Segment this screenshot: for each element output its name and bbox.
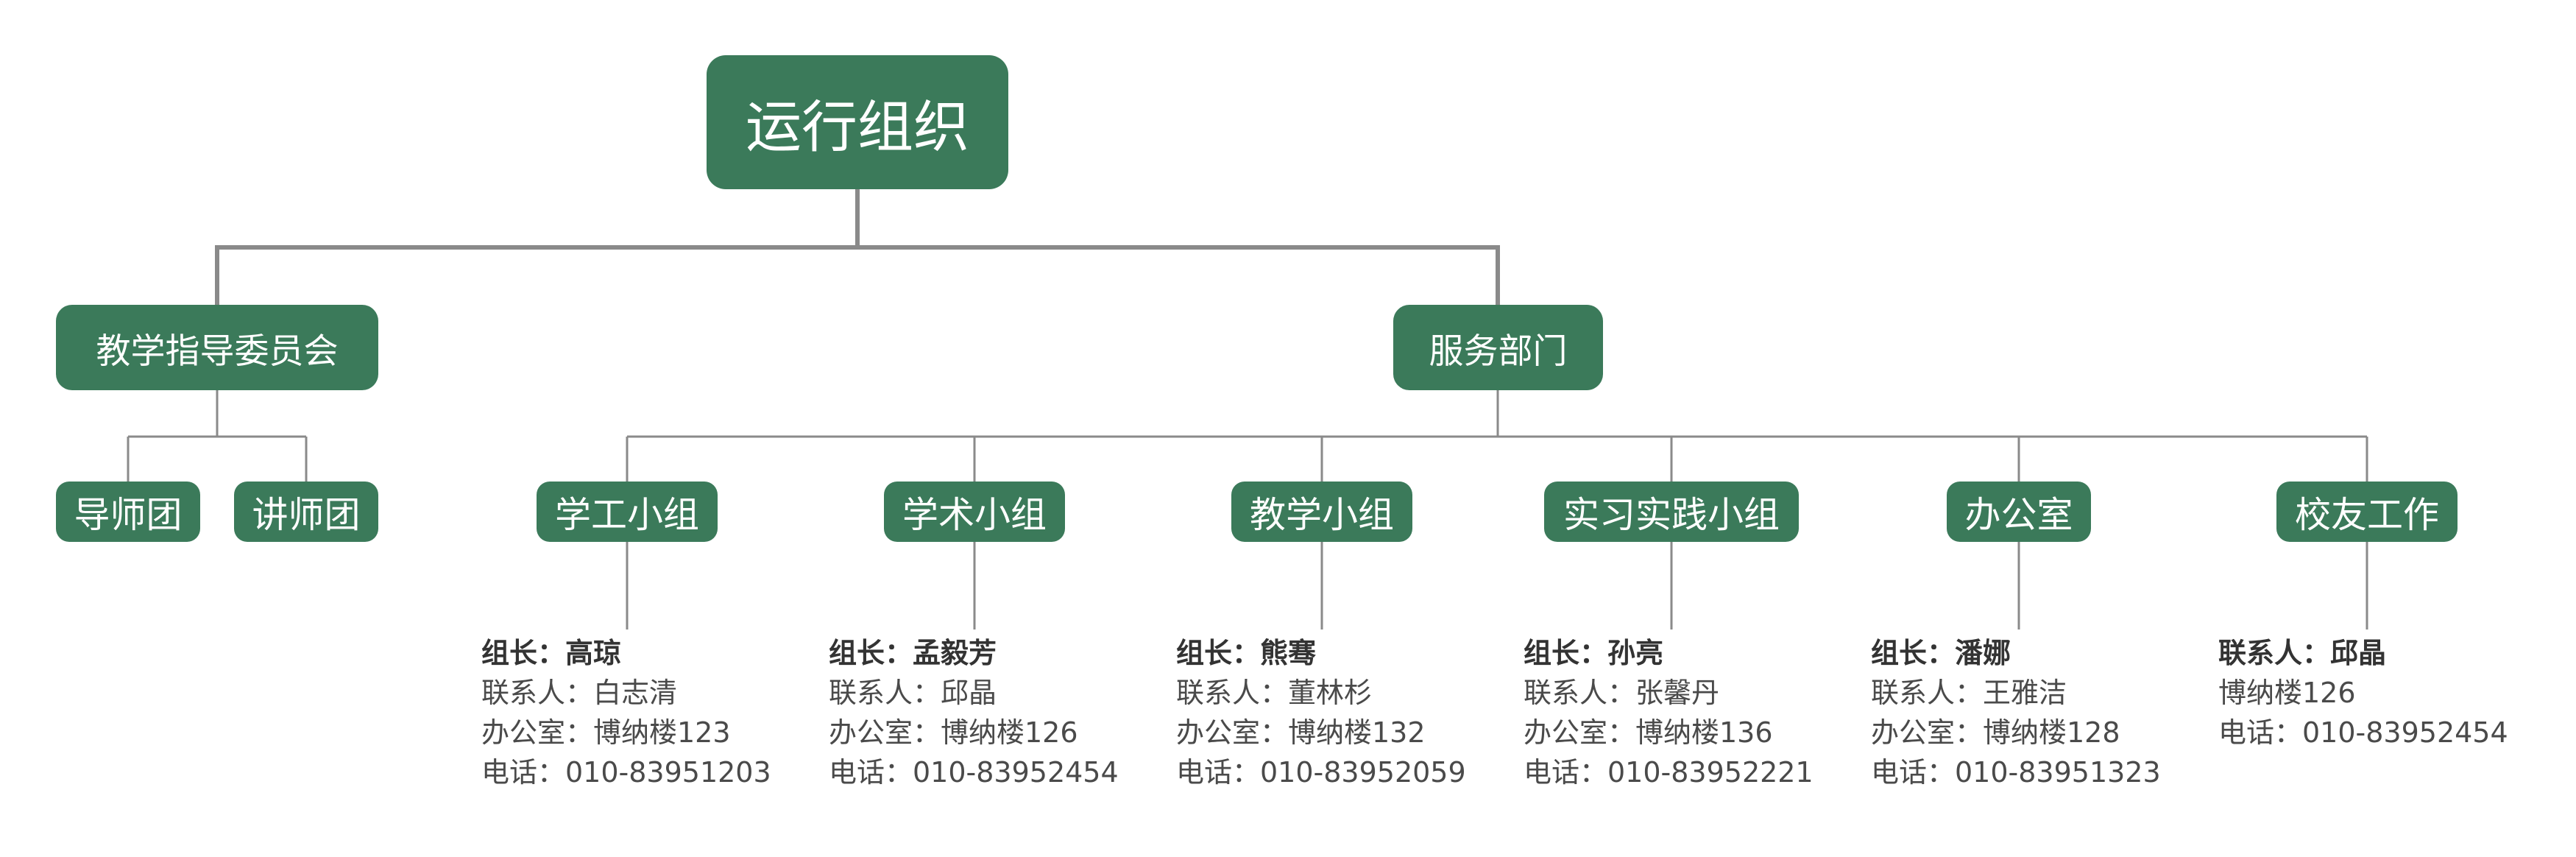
info-office: 办公室：博纳楼132 (1176, 716, 1426, 749)
info-phone: 电话：010-83951323 (1871, 756, 2161, 789)
info-contact: 联系人：白志清 (481, 677, 678, 709)
info-alumni-work: 联系人：邱晶 博纳楼126 电话：010-83952454 (2218, 633, 2508, 752)
info-leader: 组长：高琼 (481, 637, 622, 669)
info-office: 办公室：博纳楼128 (1871, 716, 2120, 749)
info-contact: 联系人：邱晶 (829, 677, 997, 709)
node-office[interactable]: 办公室 (1947, 482, 2091, 542)
info-contact: 联系人：王雅洁 (1871, 677, 2067, 709)
info-phone: 电话：010-83952221 (1524, 756, 1814, 789)
info-teaching-group: 组长：熊骞 联系人：董林杉 办公室：博纳楼132 电话：010-83952059 (1176, 633, 1466, 792)
info-office: 办公室：博纳楼136 (1524, 716, 1773, 749)
node-mentor-team[interactable]: 导师团 (56, 482, 200, 542)
info-phone: 电话：010-83952454 (2218, 716, 2508, 749)
node-student-affairs-group[interactable]: 学工小组 (537, 482, 718, 542)
info-leader: 组长：孟毅芳 (829, 637, 997, 669)
info-contact: 联系人：邱晶 (2218, 637, 2387, 669)
node-lecturer-team[interactable]: 讲师团 (234, 482, 378, 542)
info-leader: 组长：熊骞 (1176, 637, 1317, 669)
info-leader: 组长：孙亮 (1524, 637, 1664, 669)
info-phone: 电话：010-83951203 (481, 756, 771, 789)
node-teaching-committee[interactable]: 教学指导委员会 (56, 305, 378, 390)
info-office: 博纳楼126 (2218, 677, 2356, 709)
info-contact: 联系人：张馨丹 (1524, 677, 1720, 709)
info-leader: 组长：潘娜 (1871, 637, 2011, 669)
node-teaching-group[interactable]: 教学小组 (1231, 482, 1412, 542)
info-contact: 联系人：董林杉 (1176, 677, 1373, 709)
info-internship-group: 组长：孙亮 联系人：张馨丹 办公室：博纳楼136 电话：010-83952221 (1524, 633, 1814, 792)
info-phone: 电话：010-83952059 (1176, 756, 1466, 789)
node-internship-group[interactable]: 实习实践小组 (1544, 482, 1799, 542)
root-node[interactable]: 运行组织 (707, 55, 1008, 189)
info-academic-group: 组长：孟毅芳 联系人：邱晶 办公室：博纳楼126 电话：010-83952454 (829, 633, 1119, 792)
info-office: 办公室：博纳楼126 (829, 716, 1078, 749)
node-alumni-work[interactable]: 校友工作 (2276, 482, 2458, 542)
info-phone: 电话：010-83952454 (829, 756, 1119, 789)
node-service-department[interactable]: 服务部门 (1393, 305, 1603, 390)
info-office: 办公室：博纳楼123 (481, 716, 731, 749)
info-student-affairs-group: 组长：高琼 联系人：白志清 办公室：博纳楼123 电话：010-83951203 (481, 633, 771, 792)
node-academic-group[interactable]: 学术小组 (884, 482, 1065, 542)
info-office-group: 组长：潘娜 联系人：王雅洁 办公室：博纳楼128 电话：010-83951323 (1871, 633, 2161, 792)
